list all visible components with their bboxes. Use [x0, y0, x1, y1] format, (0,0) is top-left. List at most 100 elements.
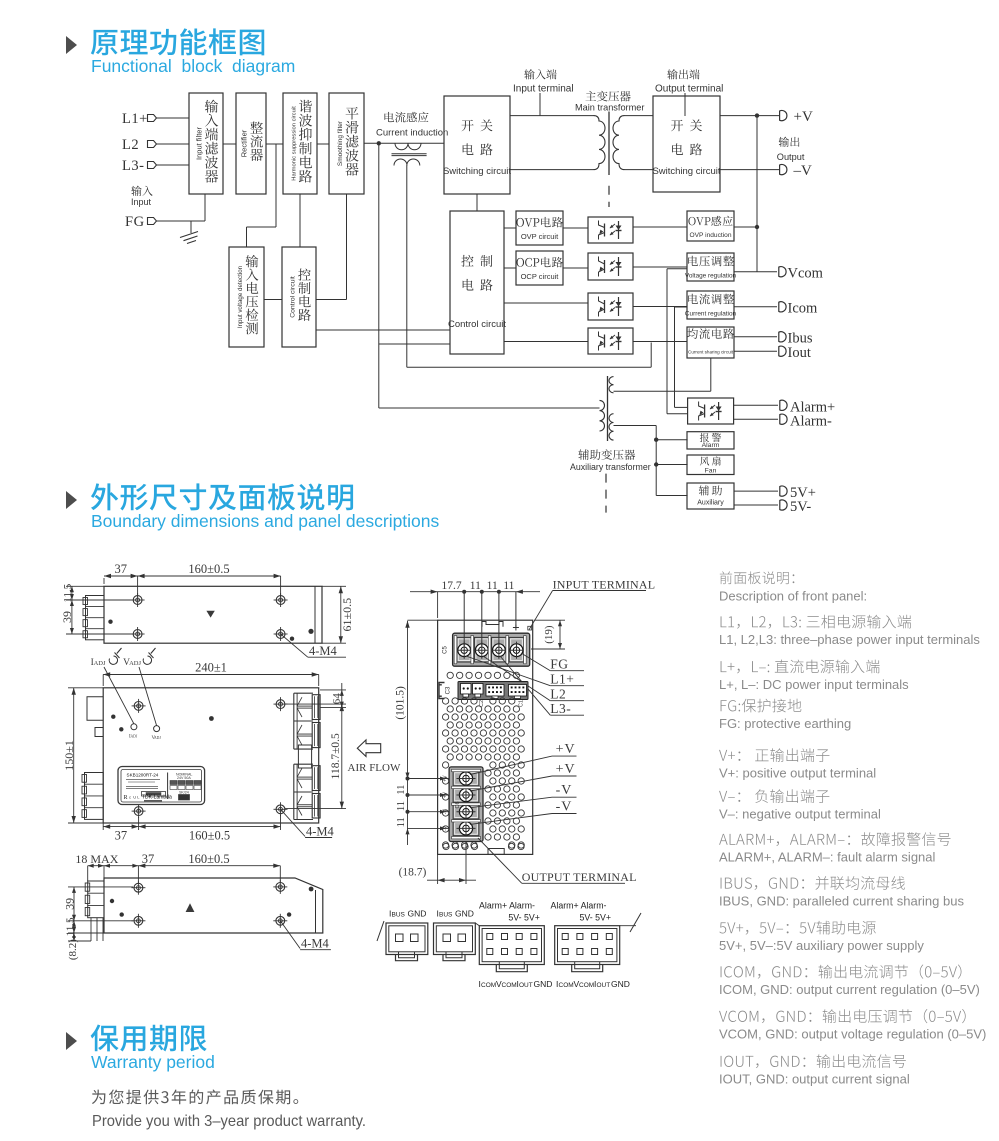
svg-text:Switching circuit: Switching circuit: [443, 166, 511, 177]
svg-text:37: 37: [115, 562, 128, 576]
svg-text:5V-: 5V-: [790, 499, 811, 515]
svg-text:L3-: L3-: [122, 158, 144, 174]
svg-text:Auxiliary: Auxiliary: [697, 500, 724, 507]
svg-text:Input: Input: [131, 197, 152, 207]
svg-text:Control circuit: Control circuit: [290, 276, 297, 318]
svg-text:Voltage regulation: Voltage regulation: [685, 272, 737, 279]
svg-text:V: V: [574, 979, 580, 989]
svg-text:11.5: 11.5: [62, 583, 74, 602]
svg-text:OVP induction: OVP induction: [689, 232, 731, 239]
svg-text:L2: L2: [550, 687, 566, 702]
svg-text:I: I: [389, 909, 391, 919]
svg-text:I: I: [91, 658, 94, 668]
svg-text:V: V: [123, 658, 130, 668]
svg-text:SK/24: SK/24: [179, 791, 189, 795]
svg-text:Current induction: Current induction: [376, 128, 448, 139]
svg-text:–V: –V: [793, 163, 813, 179]
svg-text:GND: GND: [455, 909, 474, 919]
svg-text:160±0.5: 160±0.5: [188, 852, 229, 866]
svg-text:C1: C1: [519, 700, 525, 707]
svg-text:(101.5): (101.5): [395, 686, 407, 720]
svg-text:Current regulation: Current regulation: [685, 310, 737, 317]
svg-text:+V: +V: [556, 742, 576, 757]
svg-text:I: I: [479, 979, 481, 989]
svg-text:Description of front panel:: Description of front panel:: [719, 589, 867, 604]
svg-text:I: I: [517, 979, 519, 989]
svg-text:Ibus: Ibus: [788, 331, 813, 347]
svg-text:I: I: [129, 735, 131, 740]
svg-text:BUS: BUS: [392, 912, 406, 919]
svg-text:BUS: BUS: [439, 912, 453, 919]
svg-text:Smoothing filter: Smoothing filter: [337, 120, 344, 166]
svg-text:L1+: L1+: [550, 672, 574, 687]
svg-text:Alarm: Alarm: [702, 442, 720, 449]
svg-text:Alarm+: Alarm+: [790, 400, 835, 416]
svg-text:(18.7): (18.7): [399, 866, 427, 878]
svg-text:24V 50A: 24V 50A: [177, 776, 191, 780]
svg-text:R: R: [124, 795, 128, 801]
svg-text:Auxiliary transformer: Auxiliary transformer: [570, 462, 651, 472]
svg-text:118.7±0.5: 118.7±0.5: [330, 733, 342, 779]
svg-text:Fan: Fan: [705, 468, 717, 475]
svg-text:V: V: [496, 979, 502, 989]
svg-text:5V+, 5V–:5V auxiliary power su: 5V+, 5V–:5V auxiliary power supply: [719, 938, 924, 953]
svg-text:39: 39: [62, 898, 76, 910]
svg-text:Alarm+ Alarm-: Alarm+ Alarm-: [479, 901, 535, 911]
svg-text:Alarm-: Alarm-: [790, 414, 832, 430]
svg-text:Switching circuit: Switching circuit: [652, 166, 720, 177]
svg-text:Warranty period: Warranty period: [91, 1052, 215, 1072]
svg-text:FG: FG: [125, 214, 145, 230]
svg-text:(8.2): (8.2): [67, 939, 79, 960]
svg-text:11: 11: [503, 580, 514, 592]
svg-text:Input voltage detection: Input voltage detection: [237, 265, 244, 328]
svg-text:C3: C3: [446, 686, 452, 694]
svg-text:V–: negative output terminal: V–: negative output terminal: [719, 807, 881, 822]
svg-text:Icom: Icom: [788, 301, 819, 317]
svg-text:FG: FG: [550, 657, 568, 672]
svg-text:Provide you with 3–year produc: Provide you with 3–year product warranty…: [92, 1113, 366, 1130]
svg-text:-V: -V: [556, 783, 573, 798]
svg-text:37: 37: [115, 829, 128, 843]
svg-text:5V+: 5V+: [790, 485, 816, 501]
svg-text:5V- 5V+: 5V- 5V+: [508, 913, 540, 923]
svg-text:OCP circuit: OCP circuit: [521, 272, 560, 281]
svg-text:V: V: [152, 736, 156, 741]
svg-text:COM: COM: [502, 982, 517, 989]
svg-text:64: 64: [331, 693, 343, 705]
svg-text:OUT: OUT: [519, 982, 533, 989]
svg-text:L1, L2,L3: three–phase power i: L1, L2,L3: three–phase power input termi…: [719, 632, 980, 647]
svg-text:Input filter: Input filter: [195, 127, 204, 160]
svg-text:Vcom: Vcom: [788, 266, 824, 282]
svg-text:11: 11: [396, 785, 407, 795]
svg-text:C5: C5: [443, 646, 449, 654]
svg-text:5V- 5V+: 5V- 5V+: [580, 913, 612, 923]
svg-text:COM: COM: [579, 982, 594, 989]
svg-text:11: 11: [470, 580, 481, 592]
svg-text:4-M4: 4-M4: [306, 824, 335, 838]
svg-text:ICOM, GND: output current regu: ICOM, GND: output current regulation (0–…: [719, 982, 980, 997]
svg-text:ADJ: ADJ: [129, 660, 141, 667]
svg-text:Alarm+ Alarm-: Alarm+ Alarm-: [551, 901, 607, 911]
svg-text:L1+: L1+: [122, 111, 148, 127]
svg-text:ADJ: ADJ: [154, 736, 161, 740]
svg-text:+V: +V: [794, 109, 813, 125]
svg-text:11: 11: [487, 580, 498, 592]
svg-text:Output terminal: Output terminal: [655, 84, 723, 95]
svg-text:Control circuit: Control circuit: [448, 319, 506, 330]
svg-text:I: I: [437, 909, 439, 919]
svg-text:COM: COM: [481, 982, 496, 989]
svg-text:160±0.5: 160±0.5: [189, 829, 230, 843]
svg-text:c U L: c U L: [129, 795, 140, 800]
svg-text:(19): (19): [543, 625, 555, 644]
svg-text:IOUT, GND: output current sign: IOUT, GND: output current signal: [719, 1072, 910, 1087]
svg-text:37: 37: [142, 852, 155, 866]
svg-text:ADJ: ADJ: [131, 735, 138, 739]
svg-text:L2: L2: [122, 137, 139, 153]
svg-text:COM: COM: [559, 982, 574, 989]
svg-text:Functional block diagram: Functional block diagram: [91, 56, 295, 76]
svg-text:I: I: [556, 979, 558, 989]
svg-text:IBUS, GND: paralleled current: IBUS, GND: paralleled current sharing bu…: [719, 893, 964, 908]
svg-text:GND: GND: [408, 909, 427, 919]
svg-text:11: 11: [396, 801, 407, 811]
svg-text:11: 11: [396, 817, 407, 827]
